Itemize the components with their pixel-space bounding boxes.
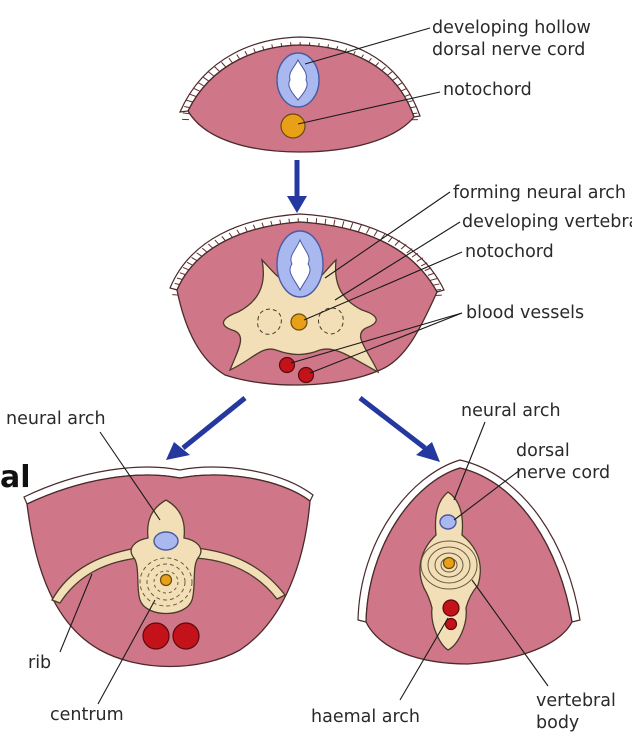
- left-nerve-cord: [153, 531, 179, 551]
- stage-developing-vertebra: forming neural arch developing vertebra …: [169, 183, 632, 386]
- label-top-nerve-line2: dorsal nerve cord: [432, 40, 585, 60]
- epidermis-hatch-mark: [380, 232, 386, 240]
- label-right-nerve-line1: dorsal: [516, 441, 570, 461]
- epidermis-hatch-mark: [349, 222, 354, 230]
- left-centrum-leader: [97, 599, 156, 705]
- epidermis-hatch-mark: [430, 277, 438, 281]
- mid-arch-leader: [324, 191, 451, 279]
- label-right-vertebral-line2: body: [536, 713, 579, 733]
- left-centrum-rings: [139, 557, 193, 607]
- left-arch-leader: [99, 431, 161, 521]
- epidermis-hatch-mark: [403, 93, 411, 98]
- mid-vertebra-leader: [334, 221, 461, 301]
- middle-nerve-canal: [289, 238, 311, 292]
- label-top-notochord: notochord: [443, 80, 532, 100]
- epidermis-hatch-mark: [387, 236, 394, 243]
- stage-haemal-vertebra: neural arch dorsal nerve cord haemal arc…: [311, 401, 616, 733]
- middle-vessel-2: [297, 366, 315, 384]
- epidermis-hatch-mark: [221, 61, 227, 68]
- epidermis-hatch-mark: [197, 81, 204, 87]
- right-vessel-1: [442, 599, 460, 617]
- middle-vessel-1: [278, 356, 296, 374]
- left-rib-left: [51, 547, 139, 604]
- top-notochord-leader: [297, 91, 441, 125]
- label-left-neural-arch: neural arch: [6, 409, 106, 429]
- epidermis-hatch-mark: [416, 257, 424, 262]
- epidermis-hatch-mark: [182, 112, 190, 115]
- left-vertebra: [130, 499, 202, 614]
- right-haemal-leader: [399, 617, 449, 701]
- mid-notochord-leader: [303, 251, 463, 321]
- label-left-rib: rib: [28, 653, 51, 673]
- label-right-nerve-line2: nerve cord: [516, 463, 610, 483]
- left-notochord: [159, 573, 173, 587]
- arrow-middle-to-left: [166, 396, 247, 460]
- stage-ribbed-vertebra: neural arch rib centrum al: [0, 409, 314, 725]
- label-right-haemal-arch: haemal arch: [311, 707, 420, 727]
- top-nerve-leader: [304, 27, 431, 65]
- epidermis-hatch-mark: [365, 227, 371, 234]
- epidermis-hatch-mark: [358, 224, 362, 232]
- left-rib-leader: [59, 573, 93, 653]
- label-left-centrum: centrum: [50, 705, 124, 725]
- epidermis-hatch-mark: [186, 99, 194, 103]
- right-body-leader: [471, 579, 549, 687]
- epidermis-hatch-mark: [427, 272, 435, 276]
- epidermis-hatch-mark: [214, 66, 221, 72]
- top-notochord: [280, 113, 306, 139]
- label-mid-vertebra: developing vertebra: [462, 212, 632, 232]
- middle-dashed-right: [317, 307, 344, 335]
- epidermis-hatch-mark: [189, 93, 197, 97]
- right-vessel-2: [444, 617, 458, 631]
- right-nerve-cord: [439, 514, 457, 530]
- label-cut-edge-fragment: al: [0, 460, 31, 495]
- label-mid-neural-arch: forming neural arch: [453, 183, 626, 203]
- epidermis-hatch-mark: [341, 220, 345, 228]
- label-right-neural-arch: neural arch: [461, 401, 561, 421]
- epidermis-hatch-mark: [192, 87, 200, 92]
- right-notochord: [442, 556, 456, 570]
- right-vertebra: [419, 491, 481, 651]
- right-arch-leader: [453, 421, 486, 501]
- arrow-top-to-middle: [287, 160, 307, 213]
- label-mid-vessels: blood vessels: [466, 303, 584, 323]
- stage-embryo: developing hollow dorsal nerve cord noto…: [179, 18, 591, 153]
- label-mid-notochord: notochord: [465, 242, 554, 262]
- epidermis-hatch-mark: [420, 262, 428, 267]
- right-nerve-leader: [453, 469, 521, 521]
- epidermis-hatch-mark: [373, 229, 379, 237]
- top-nerve-canal: [288, 58, 308, 101]
- epidermis-hatch-mark: [411, 252, 419, 258]
- left-rib-right: [194, 547, 286, 600]
- epidermis-hatch-mark: [202, 76, 209, 82]
- epidermis-hatch-mark: [400, 87, 408, 92]
- epidermis-hatch-mark: [406, 248, 413, 254]
- epidermis-hatch-mark: [394, 240, 401, 246]
- label-right-vertebral-line1: vertebral: [536, 691, 616, 711]
- mid-vessel-leader-1: [290, 312, 463, 364]
- middle-notochord: [290, 313, 308, 331]
- middle-dashed-left: [257, 308, 282, 335]
- arrow-middle-to-right: [358, 396, 440, 462]
- epidermis-hatch-mark: [424, 267, 432, 272]
- label-top-nerve-line1: developing hollow: [432, 18, 591, 38]
- epidermis-hatch-mark: [208, 71, 215, 77]
- epidermis-hatch-mark: [400, 244, 407, 250]
- left-vessel-1: [142, 622, 170, 650]
- mid-vessel-leader-2: [309, 312, 463, 374]
- left-vessel-2: [172, 622, 200, 650]
